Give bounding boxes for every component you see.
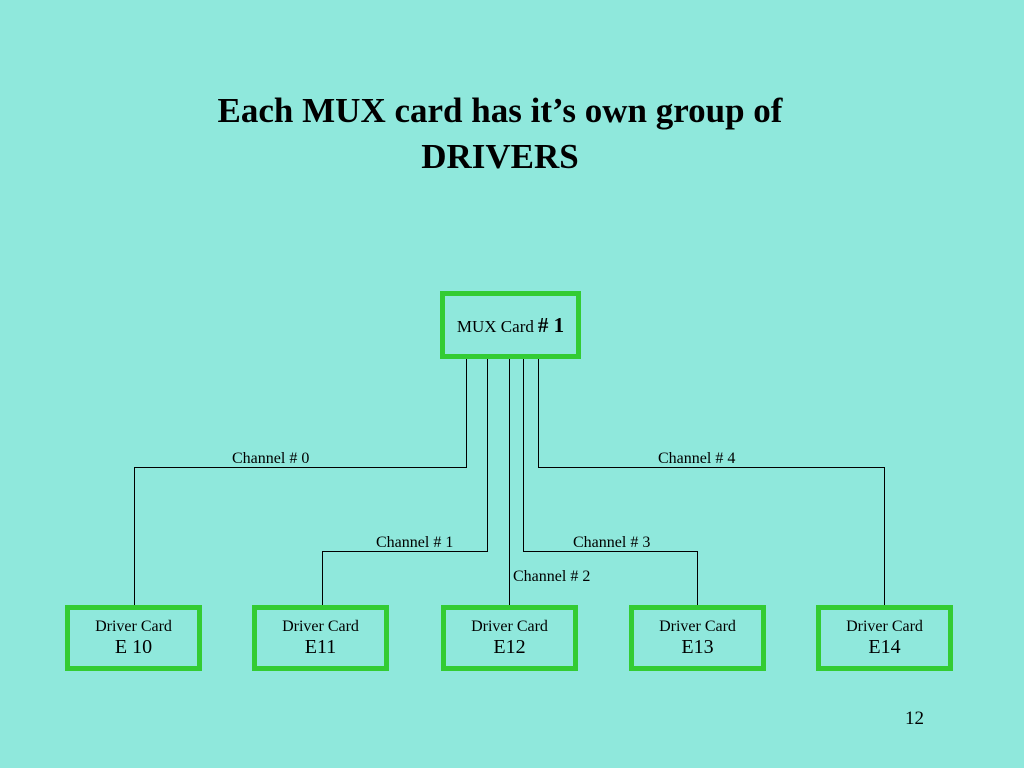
driver-card-id: E11 <box>304 635 337 658</box>
channel-1-label: Channel # 1 <box>376 534 454 551</box>
driver-card-title: Driver Card <box>282 617 359 635</box>
slide-title: Each MUX card has it’s own group of DRIV… <box>0 88 1000 179</box>
driver-card-title: Driver Card <box>95 617 172 635</box>
driver-card-box-e11: Driver Card E11 <box>252 605 389 671</box>
driver-card-box-e10: Driver Card E 10 <box>65 605 202 671</box>
driver-card-box-e14: Driver Card E14 <box>816 605 953 671</box>
driver-card-id: E12 <box>493 635 526 658</box>
driver-card-title: Driver Card <box>846 617 923 635</box>
channel-1-horizontal-line <box>322 551 488 552</box>
channel-3-drop-line <box>697 551 698 606</box>
channel-0-horizontal-line <box>134 467 467 468</box>
channel-4-drop-line <box>884 467 885 606</box>
channel-4-label: Channel # 4 <box>658 450 736 467</box>
channel-0-drop-line <box>134 467 135 606</box>
driver-card-box-e13: Driver Card E13 <box>629 605 766 671</box>
mux-card-label: MUX Card # 1 <box>457 313 564 338</box>
driver-card-id: E14 <box>868 635 901 658</box>
driver-card-box-e12: Driver Card E12 <box>441 605 578 671</box>
channel-4-stub-line <box>538 359 539 467</box>
channel-4-horizontal-line <box>538 467 885 468</box>
slide-title-line2: DRIVERS <box>421 136 579 176</box>
mux-card-box: MUX Card # 1 <box>440 291 581 359</box>
page-number: 12 <box>905 708 924 729</box>
slide-title-line1: Each MUX card has it’s own group of <box>217 91 783 130</box>
channel-2-label: Channel # 2 <box>513 568 591 585</box>
channel-0-stub-line <box>466 359 467 467</box>
channel-2-connector-line <box>509 359 510 606</box>
driver-card-id: E13 <box>681 635 714 658</box>
channel-1-drop-line <box>322 551 323 606</box>
channel-0-label: Channel # 0 <box>232 450 310 467</box>
channel-3-horizontal-line <box>523 551 697 552</box>
channel-3-stub-line <box>523 359 524 551</box>
channel-3-label: Channel # 3 <box>573 534 651 551</box>
driver-card-title: Driver Card <box>471 617 548 635</box>
driver-card-title: Driver Card <box>659 617 736 635</box>
mux-card-number: # 1 <box>537 312 565 337</box>
mux-card-text: MUX Card <box>456 316 534 336</box>
driver-card-id: E 10 <box>114 635 153 658</box>
channel-1-stub-line <box>487 359 488 551</box>
